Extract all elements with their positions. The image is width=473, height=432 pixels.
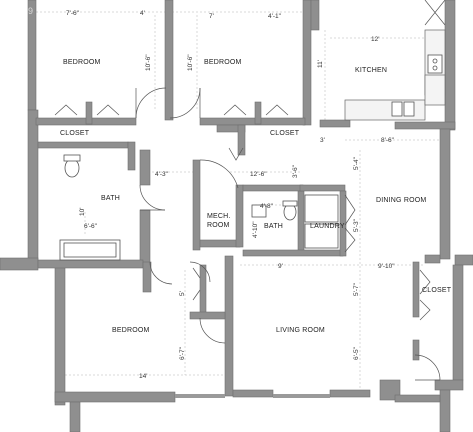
- kitchen-counters: [344, 0, 446, 121]
- room-label-closet-3: CLOSET: [422, 287, 452, 294]
- room-labels: BEDROOM BEDROOM KITCHEN CLOSET CLOSET BA…: [60, 59, 452, 334]
- dimension-label: 8'-6": [381, 137, 395, 144]
- dimension-label: 6'-6": [84, 223, 98, 230]
- dimension-label: 5'-3": [353, 218, 360, 232]
- toilet-icon: [64, 158, 80, 178]
- doors: [54, 87, 441, 381]
- room-label-bedroom-2: BEDROOM: [204, 59, 242, 66]
- room-label-laundry: LAUNDRY: [310, 223, 345, 230]
- dimension-label: 6'-5": [353, 346, 360, 360]
- dimension-label: 5'-4": [353, 156, 360, 170]
- dimension-label: 10'-6": [187, 54, 194, 71]
- dimension-label: 10'-6": [145, 54, 152, 71]
- dimension-label: 4'-3": [155, 171, 169, 178]
- dimension-labels: 7'-6" 4' 7' 4'-1" 12' 10'-6" 10'-6" 11' …: [66, 10, 395, 380]
- room-label-bath-1: BATH: [101, 195, 120, 202]
- stove-icon: [427, 54, 443, 74]
- bath-fixtures: [59, 154, 339, 261]
- dimension-label: 3'-6": [292, 164, 299, 178]
- dimension-label: 12'-6": [250, 171, 267, 178]
- dimension-label: 4': [140, 10, 145, 17]
- dryer-icon: [304, 223, 339, 249]
- dimension-label: 4'-1": [268, 13, 282, 20]
- dimension-lines: [36, 11, 440, 390]
- dimension-label: 9'-10": [378, 263, 395, 270]
- dimension-label: 10': [79, 208, 86, 216]
- room-label-bedroom-1: BEDROOM: [63, 59, 101, 66]
- room-label-closet-2: CLOSET: [270, 130, 300, 137]
- room-label-mech-2: ROOM: [207, 222, 230, 229]
- dimension-label: 12': [371, 36, 379, 43]
- dimension-label: 6'-7": [179, 346, 186, 360]
- dimension-label: 3': [320, 137, 325, 144]
- dimension-label: 9': [278, 263, 283, 270]
- dimension-label: 7': [209, 13, 214, 20]
- washer-icon: [304, 194, 339, 223]
- dimension-label: 11': [317, 60, 324, 68]
- room-label-closet-1: CLOSET: [60, 130, 90, 137]
- room-label-living: LIVING ROOM: [276, 327, 325, 334]
- refrigerator: [424, 74, 446, 106]
- dimension-label: 14': [139, 373, 147, 380]
- dimension-label: 5': [179, 291, 186, 296]
- dimension-label: 7'-6": [66, 10, 80, 17]
- dimension-label: 5'-7": [353, 282, 360, 296]
- kitchen-sink-right: [403, 101, 415, 117]
- dimension-label: 4'-8": [260, 203, 274, 210]
- room-label-bedroom-3: BEDROOM: [112, 327, 150, 334]
- room-label-bath-2: BATH: [264, 223, 283, 230]
- room-label-kitchen: KITCHEN: [355, 67, 387, 74]
- room-label-dining: DINING ROOM: [376, 197, 426, 204]
- sink-2-icon: [251, 204, 267, 218]
- watermark-text: 9: [28, 6, 33, 16]
- dimension-label: 4'-10": [252, 221, 259, 238]
- room-label-mech-1: MECH.: [207, 213, 231, 220]
- kitchen-sink-left: [391, 101, 403, 117]
